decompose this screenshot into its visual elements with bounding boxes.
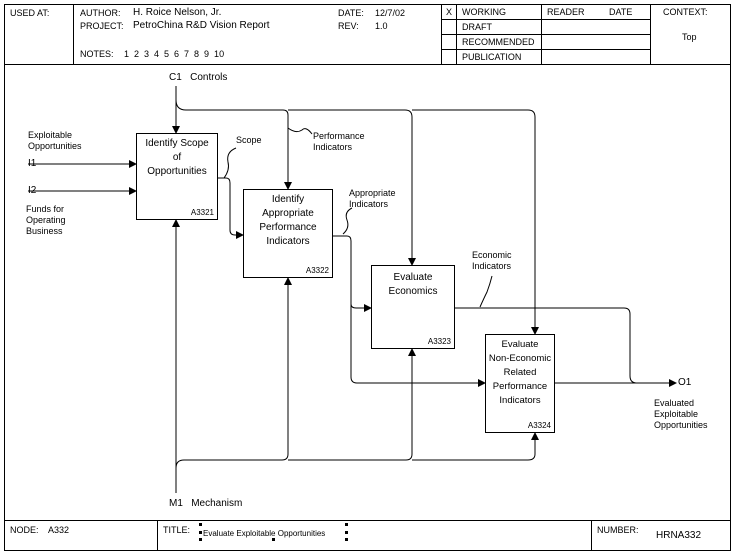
- mechanism-label: M1 Mechanism: [169, 498, 243, 509]
- status-draft: DRAFT: [462, 22, 492, 32]
- project-value: PetroChina R&D Vision Report: [133, 20, 270, 31]
- notes-label: NOTES:: [80, 49, 114, 59]
- appropriate-arrow-a3323: [333, 235, 372, 312]
- activity-number: A3321: [190, 208, 214, 217]
- controls-label: C1 Controls: [169, 72, 228, 83]
- node-value: A332: [48, 525, 70, 535]
- rev-label: REV:: [338, 21, 359, 31]
- appropriate-arrow-a3324: [350, 300, 486, 387]
- performance-leader: [287, 127, 313, 135]
- economic-indicators-label: Economic Indicators: [472, 250, 512, 271]
- controls-arrow-a3322: [175, 99, 292, 190]
- status-working: WORKING: [462, 7, 506, 17]
- activity-label: Identify Scope of Opportunities: [145, 138, 209, 177]
- node-label: NODE:: [10, 525, 39, 535]
- input2-description: Funds for Operating Business: [26, 204, 66, 236]
- date-label: DATE:: [338, 8, 364, 18]
- activity-label: Evaluate Economics: [388, 272, 438, 297]
- economic-leader: [479, 275, 493, 308]
- activity-number: A3324: [527, 421, 551, 430]
- title-selection-handle: [345, 538, 348, 541]
- activity-box-a3322[interactable]: Identify Appropriate Performance Indicat…: [243, 189, 333, 278]
- activity-label: Identify Appropriate Performance Indicat…: [259, 194, 317, 247]
- date-value: 12/7/02: [375, 8, 406, 18]
- title-selection-handle: [345, 523, 348, 526]
- title-label: TITLE:: [163, 525, 191, 535]
- controls-arrow-a3323: [288, 109, 416, 266]
- idef0-frame: [4, 4, 731, 551]
- output-description: Evaluated Exploitable Opportunities: [654, 398, 708, 430]
- activity-number: A3323: [427, 337, 451, 346]
- input1-id: I1: [28, 158, 37, 169]
- title-selection-handle: [199, 538, 202, 541]
- rev-value: 1.0: [375, 21, 388, 31]
- form-grid: [4, 4, 731, 551]
- title-selection-handle: [199, 523, 202, 526]
- title-selection-handle: [345, 531, 348, 534]
- title-selection-handle: [199, 531, 202, 534]
- input2-id: I2: [28, 185, 37, 196]
- appropriate-indicators-label: Appropriate Indicators: [349, 188, 396, 209]
- working-x-mark: X: [446, 7, 453, 17]
- mechanism-arrow-a3324: [412, 432, 539, 461]
- title-value: Evaluate Exploitable Opportunities: [203, 529, 326, 538]
- context-value: Top: [682, 32, 697, 42]
- activity-box-a3324[interactable]: Evaluate Non-Economic Related Performanc…: [485, 334, 555, 433]
- author-value: H. Roice Nelson, Jr.: [133, 7, 222, 18]
- activity-number: A3322: [305, 266, 329, 275]
- input1-description: Exploitable Opportunities: [28, 130, 82, 151]
- used-at-label: USED AT:: [10, 8, 50, 18]
- notes-value: 1 2 3 4 5 6 7 8 9 10: [124, 49, 225, 59]
- context-label: CONTEXT:: [663, 7, 708, 17]
- idef0-arrows: [28, 86, 677, 493]
- author-label: AUTHOR:: [80, 8, 121, 18]
- scope-label: Scope: [236, 135, 262, 145]
- number-label: NUMBER:: [597, 525, 639, 535]
- performance-indicators-label: Performance Indicators: [313, 131, 365, 152]
- scope-arrow: [218, 177, 244, 239]
- activity-box-a3321[interactable]: Identify Scope of Opportunities A3321: [136, 133, 218, 220]
- number-value: HRNA332: [656, 530, 702, 541]
- title-selection-handle: [272, 538, 275, 541]
- status-publication: PUBLICATION: [462, 52, 522, 62]
- economic-arrow: [454, 307, 638, 384]
- appropriate-leader: [342, 207, 353, 235]
- reader-date-label: DATE: [609, 7, 633, 17]
- mechanism-arrow-a3323: [288, 348, 416, 461]
- scope-leader: [223, 147, 237, 179]
- activity-box-a3323[interactable]: Evaluate Economics A3323: [371, 265, 455, 349]
- output-id: O1: [678, 377, 692, 388]
- project-label: PROJECT:: [80, 21, 124, 31]
- reader-label: READER: [547, 7, 585, 17]
- activity-label: Evaluate Non-Economic Related Performanc…: [488, 339, 552, 406]
- controls-arrow-a3324: [412, 109, 539, 335]
- mechanism-arrow-a3322: [175, 277, 292, 469]
- status-recommended: RECOMMENDED: [462, 37, 535, 47]
